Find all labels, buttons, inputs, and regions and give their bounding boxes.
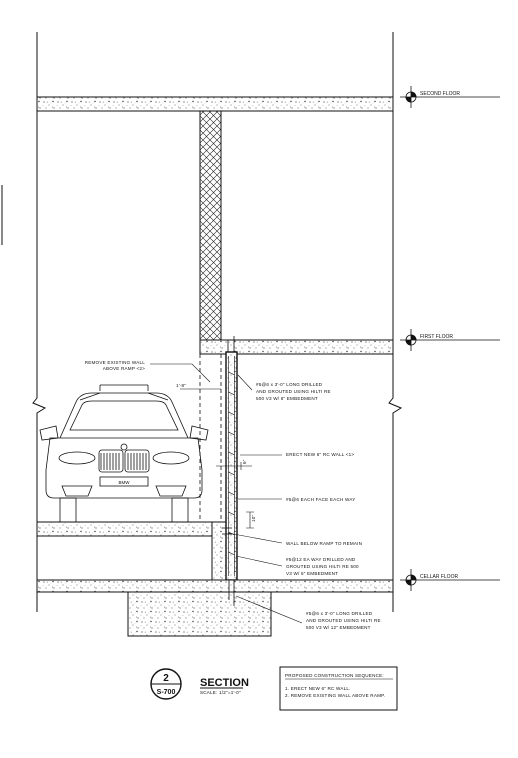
second-floor-marker [400, 86, 500, 108]
remove-wall-note-line2: ABOVE RAMP <2> [103, 366, 145, 371]
car [39, 384, 209, 523]
dim-wall: 6" [242, 459, 247, 464]
section-title: SECTION [200, 677, 249, 689]
car-plate: BMW [119, 480, 131, 485]
sequence-step-1: 1. ERECT NEW 6" RC WALL. [285, 686, 351, 691]
outer-boundaries [32, 32, 403, 612]
first-floor-label: FIRST FLOOR [420, 334, 453, 340]
detail-number: 2 [163, 673, 169, 684]
dowel-upper-line3: 500 V3 W/ 6" EMBEDMENT [256, 396, 318, 401]
first-floor-marker [400, 329, 500, 351]
sheet-number: S-700 [157, 689, 176, 696]
wall-below-ramp [211, 521, 227, 581]
cellar-floor-slab [36, 579, 394, 593]
existing-wall-dashed [199, 354, 222, 522]
cellar-floor-label: CELLAR FLOOR [420, 574, 458, 580]
dowel-mid-line1: #5@12 EA WAY DRILLED AND [286, 557, 356, 562]
dowel-mid-line3: V3 W/ 6" EMBEDMENT [286, 571, 338, 576]
ramp-slab [36, 521, 213, 537]
dowel-upper-line1: #5@6 x 3'-0" LONG DRILLED [256, 382, 323, 387]
dowel-low-line3: 500 V3 W/ 12" EMBEDMENT [306, 625, 371, 630]
dim-lower: 10" [251, 514, 256, 522]
masonry-column [199, 110, 222, 342]
remove-wall-note-line1: REMOVE EXISTING WALL [85, 360, 145, 365]
sequence-box [279, 666, 398, 711]
second-floor-label: SECOND FLOOR [420, 91, 460, 97]
dowel-mid-line2: GROUTED USING HILTI RE 500 [286, 564, 359, 569]
section-scale: SCALE: 1/2"=1'-0" [200, 690, 241, 695]
dowel-upper-line2: AND GROUTED USING HILTI RE [256, 389, 331, 394]
sequence-step-2: 2. REMOVE EXISTING WALL ABOVE RAMP. [285, 693, 385, 698]
dowels [222, 336, 235, 606]
level-markers [400, 86, 500, 591]
rebar-each-face-note: #5@6 EACH FACE EACH WAY [286, 497, 356, 502]
leader-lines [150, 363, 303, 624]
cellar-floor-marker [400, 569, 500, 591]
first-floor-slab [199, 339, 394, 355]
dowel-low-line1: #5@6 x 3'-0" LONG DRILLED [306, 611, 373, 616]
sequence-heading: PROPOSED CONSTRUCTION SEQUENCE: [285, 673, 384, 678]
erect-wall-note: ERECT NEW 6" RC WALL <1> [286, 452, 354, 457]
footing [127, 591, 272, 637]
dowel-low-line2: AND GROUTED USING HILTI RE [306, 618, 381, 623]
second-floor-slab [36, 96, 394, 112]
dim-top: 1'-8" [176, 383, 186, 388]
wall-below-note: WALL BELOW RAMP TO REMAIN [286, 541, 362, 546]
detail-bubble [150, 668, 182, 700]
